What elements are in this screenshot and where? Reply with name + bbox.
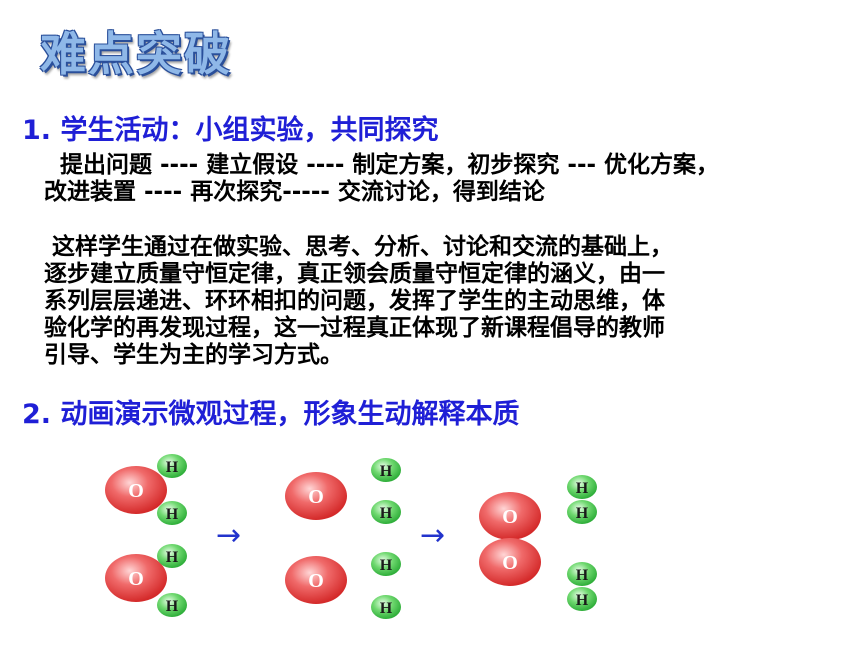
hydrogen-label: H <box>576 480 589 497</box>
hydrogen-atom: H <box>371 552 401 576</box>
oxygen-label: O <box>128 568 144 590</box>
hydrogen-label: H <box>576 505 589 522</box>
arrow-2: → <box>420 518 446 553</box>
section1-heading: 1. 学生活动：小组实验，共同探究 <box>22 115 439 146</box>
hydrogen-atom: H <box>157 454 187 478</box>
hydrogen-label: H <box>380 463 393 480</box>
section2-heading: 2. 动画演示微观过程，形象生动解释本质 <box>22 399 520 430</box>
paragraph-line-1: 这样学生通过在做实验、思考、分析、讨论和交流的基础上， <box>52 234 673 260</box>
oxygen-atom: O <box>285 556 347 604</box>
oxygen-atom: O <box>105 466 167 514</box>
oxygen-label: O <box>502 552 518 574</box>
arrow-1: → <box>216 518 242 553</box>
paragraph-line-5: 引导、学生为主的学习方式。 <box>44 342 343 368</box>
hydrogen-label: H <box>380 557 393 574</box>
oxygen-atom: O <box>105 554 167 602</box>
hydrogen-label: H <box>576 567 589 584</box>
hydrogen-label: H <box>576 592 589 609</box>
hydrogen-atom: H <box>371 500 401 524</box>
hydrogen-atom: H <box>371 458 401 482</box>
page-title: 难点突破 <box>40 27 232 81</box>
hydrogen-label: H <box>166 506 179 523</box>
paragraph-line-3: 系列层层递进、环环相扣的问题，发挥了学生的主动思维，体 <box>44 288 665 314</box>
hydrogen-atom: H <box>157 544 187 568</box>
hydrogen-atom: H <box>371 595 401 619</box>
hydrogen-label: H <box>166 549 179 566</box>
hydrogen-label: H <box>380 505 393 522</box>
hydrogen-label: H <box>166 598 179 615</box>
oxygen-label: O <box>502 506 518 528</box>
process-line-1: 提出问题 ---- 建立假设 ---- 制定方案，初步探究 --- 优化方案， <box>60 152 720 178</box>
hydrogen-label: H <box>166 459 179 476</box>
oxygen-atom: O <box>479 538 541 586</box>
oxygen-label: O <box>128 480 144 502</box>
hydrogen-atom: H <box>157 501 187 525</box>
hydrogen-atom: H <box>157 593 187 617</box>
oxygen-atom: O <box>285 472 347 520</box>
oxygen-label: O <box>308 486 324 508</box>
hydrogen-atom: H <box>567 475 597 499</box>
oxygen-label: O <box>308 570 324 592</box>
process-line-2: 改进装置 ---- 再次探究----- 交流讨论，得到结论 <box>44 179 545 205</box>
paragraph-line-4: 验化学的再发现过程，这一过程真正体现了新课程倡导的教师 <box>44 315 665 341</box>
hydrogen-atom: H <box>567 587 597 611</box>
hydrogen-atom: H <box>567 562 597 586</box>
hydrogen-atom: H <box>567 500 597 524</box>
paragraph-line-2: 逐步建立质量守恒定律，真正领会质量守恒定律的涵义，由一 <box>44 261 665 287</box>
oxygen-atom: O <box>479 492 541 540</box>
hydrogen-label: H <box>380 600 393 617</box>
